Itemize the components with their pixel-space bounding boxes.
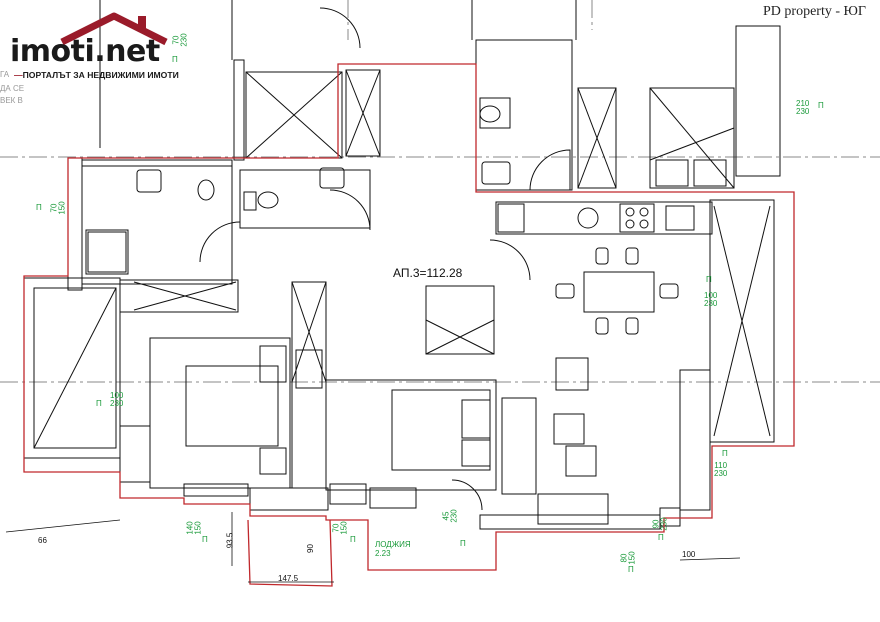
dimension-93-5: 93.5 <box>225 532 235 549</box>
loggia-label: ЛОДЖИЯ 2.23 <box>375 540 411 558</box>
window-ref-bottom-1: П <box>202 535 208 544</box>
walls <box>23 0 781 530</box>
imoti-logo[interactable]: imoti.net —ПОРТАЛЪТ ЗА НЕДВИЖИМИ ИМОТИ <box>8 6 179 90</box>
window-ref-bottom-5: П <box>658 533 664 542</box>
house-roof-icon <box>60 12 168 46</box>
watermark: PD property - ЮГ <box>763 4 866 19</box>
window-ref-bottom-4: П <box>628 565 634 574</box>
tagline-text: ПОРТАЛЪТ ЗА НЕДВИЖИМИ ИМОТИ <box>22 70 179 80</box>
loggia-name: ЛОДЖИЯ <box>375 540 411 549</box>
logo-wordmark: imoti.net <box>10 34 160 69</box>
window-ref-top-left: П <box>172 55 178 64</box>
window-ref-left-upper: П <box>36 203 42 212</box>
faded-note-2: ДА СЕ <box>0 84 25 93</box>
window-ref-top-right: П <box>818 101 824 110</box>
dimension-lines <box>5 512 741 583</box>
window-ref-left-lower: П <box>96 399 102 408</box>
logo-brand: imoti <box>10 34 95 69</box>
dimension-100: 100 <box>682 550 696 559</box>
faded-note-1: ГА <box>0 70 10 79</box>
window-ref-bottom-3: П <box>460 539 466 548</box>
logo-tagline: —ПОРТАЛЪТ ЗА НЕДВИЖИМИ ИМОТИ <box>14 70 179 80</box>
axis-lines <box>0 0 880 383</box>
window-ref-right-lower: П <box>722 449 728 458</box>
window-ref-right-mid: П <box>706 275 712 284</box>
dimension-90: 90 <box>305 544 315 553</box>
logo-tld: .net <box>94 34 160 69</box>
dimension-147-5: 147.5 <box>278 574 299 583</box>
red-outline <box>23 63 795 587</box>
window-ref-bottom-2: П <box>350 535 356 544</box>
tagline-dash: — <box>14 70 23 80</box>
loggia-area: 2.23 <box>375 549 391 558</box>
apartment-area-label: АП.3=112.28 <box>393 266 463 280</box>
faded-note-3: ВЕК В <box>0 96 23 105</box>
dimension-66: 66 <box>38 536 47 545</box>
